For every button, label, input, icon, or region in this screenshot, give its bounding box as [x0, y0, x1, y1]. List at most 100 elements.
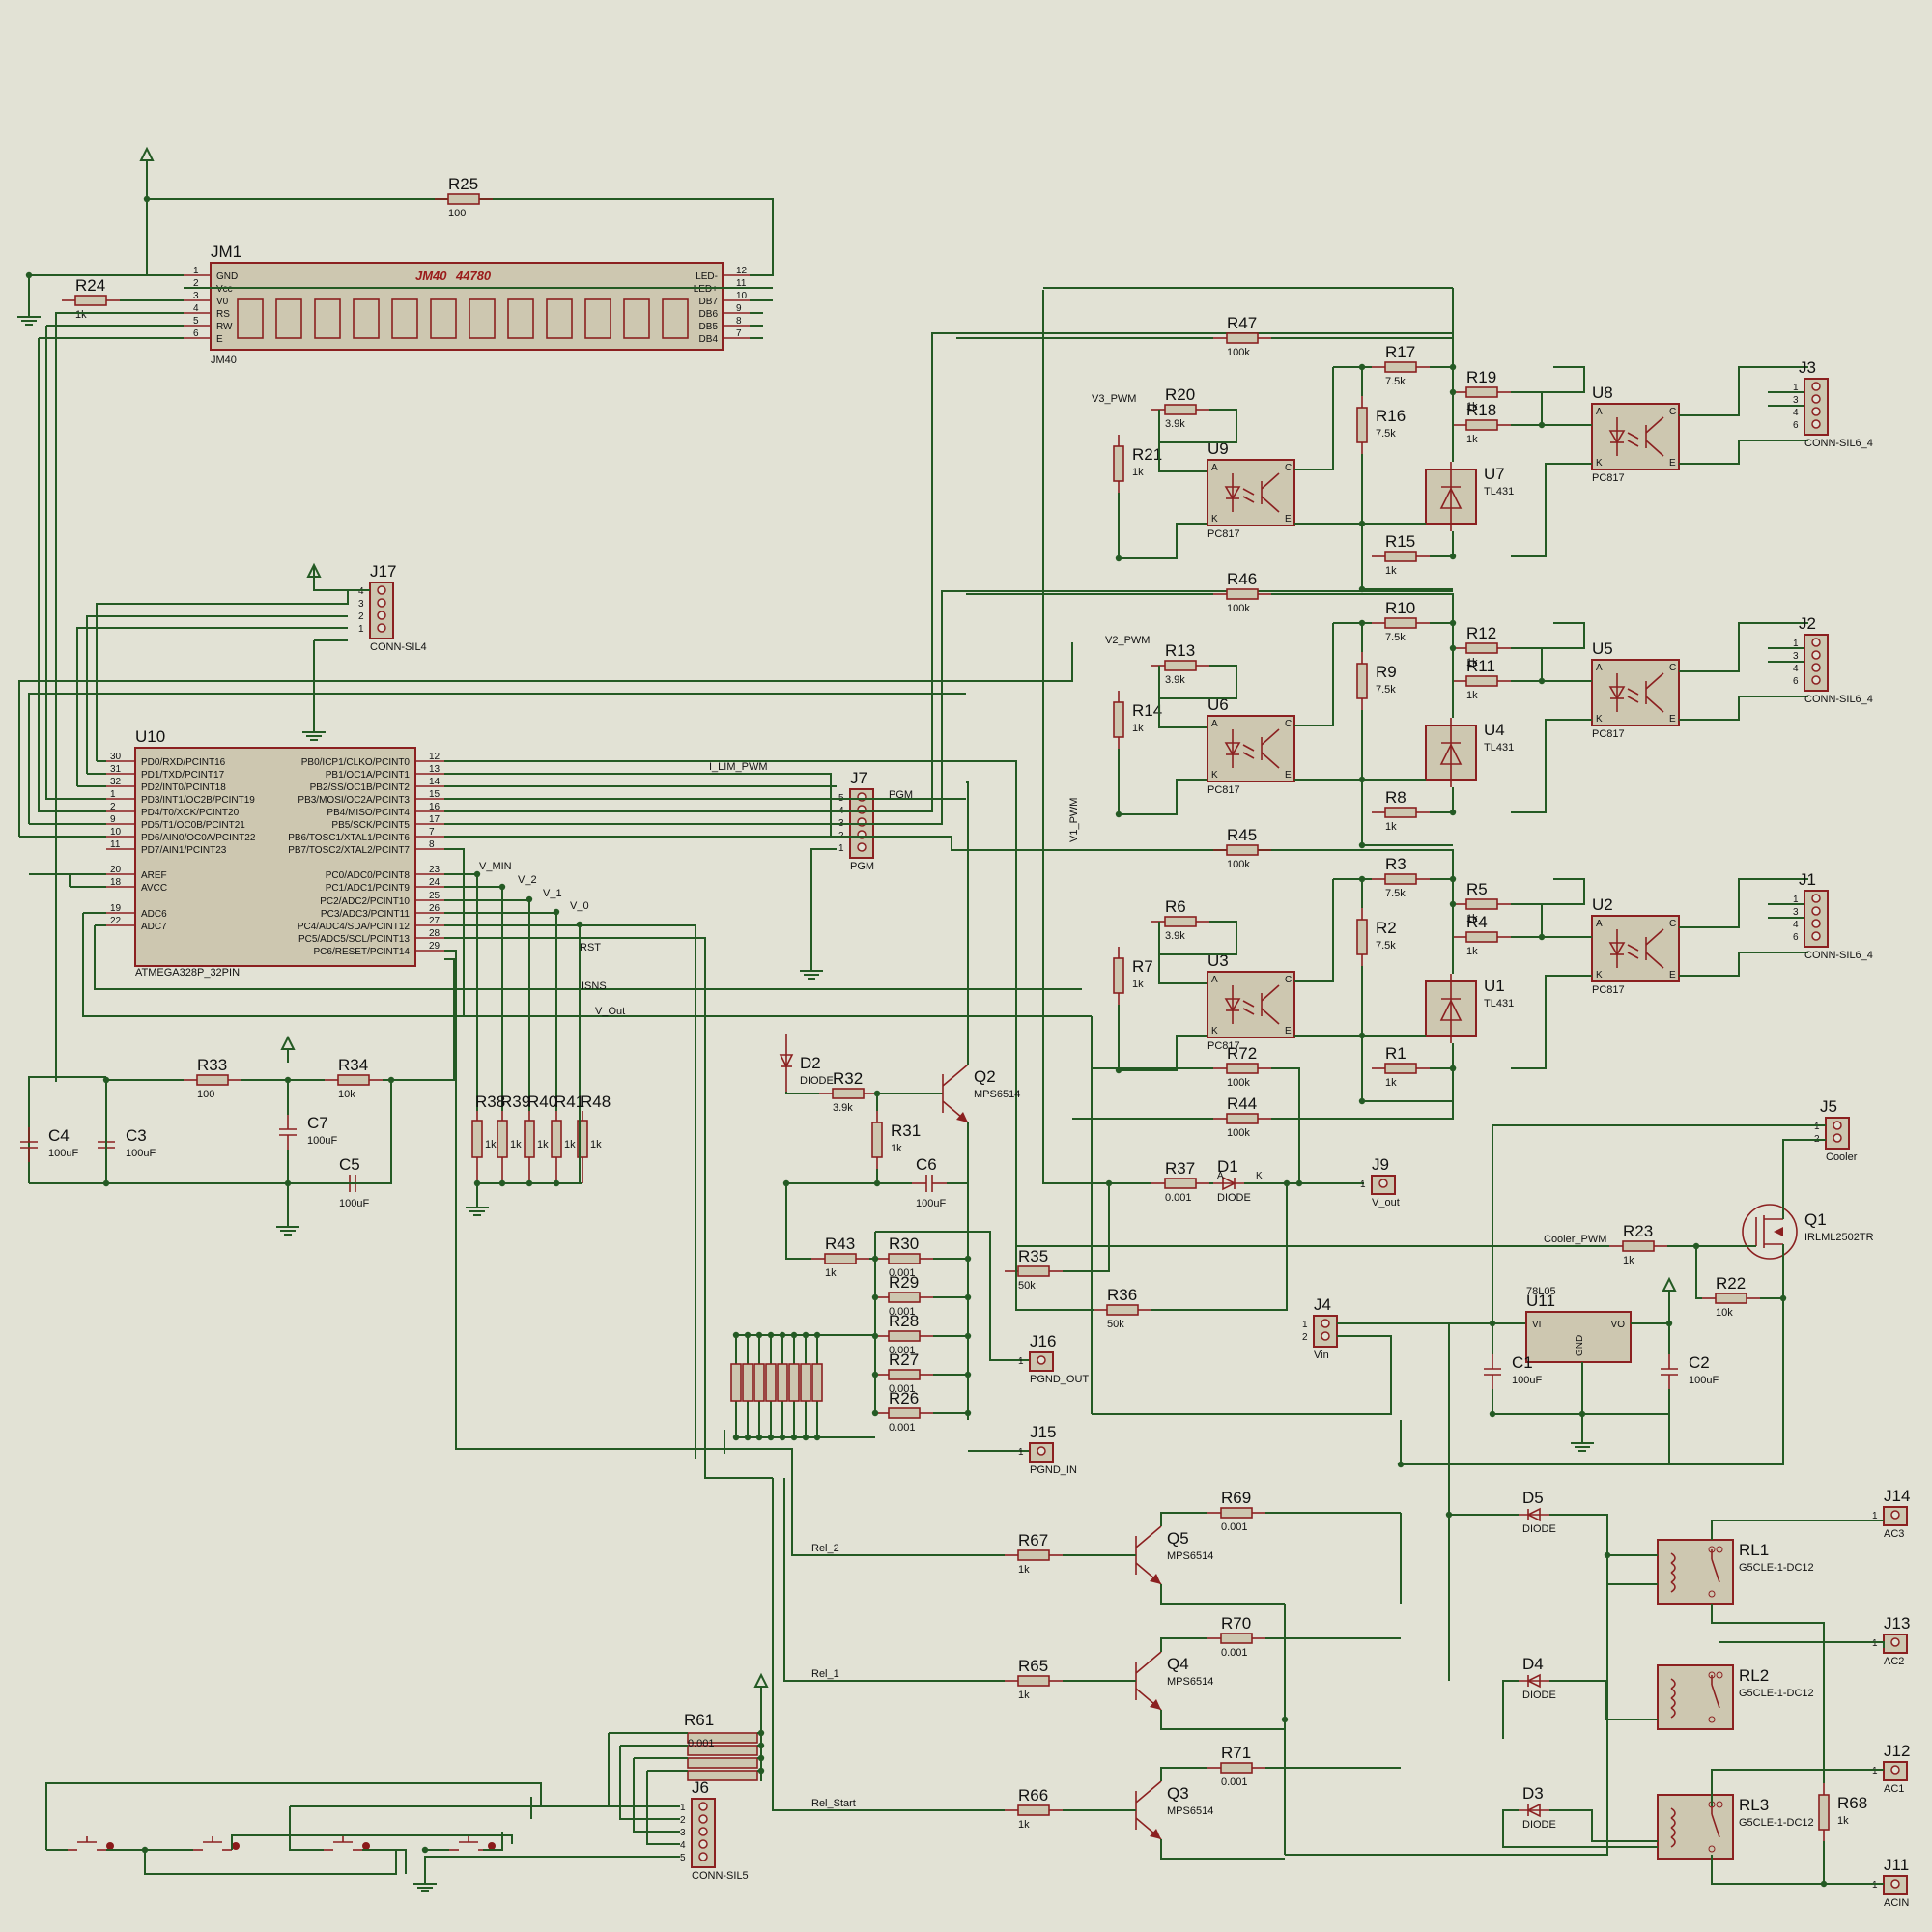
wire: [1549, 1514, 1658, 1585]
wire: [783, 1478, 1005, 1682]
resistor-ref: R29: [889, 1273, 919, 1292]
resistor-value: 1k: [75, 309, 87, 321]
connector-pin-number: 3: [680, 1828, 686, 1838]
junction-dot: [1358, 1032, 1366, 1039]
lcd-pin-number: 8: [736, 316, 742, 327]
mcu-pin-name: PC1/ADC1/PCINT9: [326, 883, 411, 894]
lcd-title-b: 44780: [455, 269, 492, 283]
resistor-value: 1k: [1385, 565, 1397, 577]
wire: [444, 924, 696, 1459]
wire: [1719, 1641, 1885, 1648]
wire: [633, 1758, 680, 1833]
transistor-ref: Q3: [1167, 1784, 1189, 1803]
connector-pin-number: 4: [1793, 408, 1799, 418]
wire: [1294, 879, 1334, 982]
mcu-pin-number: 18: [110, 877, 122, 888]
connector-ref: J15: [1030, 1423, 1056, 1441]
junction-dot: [757, 1767, 765, 1775]
wire: [1158, 666, 1208, 728]
opto-pin-label: K: [1211, 1026, 1218, 1037]
wire: [1511, 391, 1543, 426]
connector-pin-number: 1: [838, 843, 844, 854]
resistor-ref: R22: [1716, 1274, 1746, 1293]
resistor-ref: R61: [684, 1711, 714, 1729]
transistor-ref: Q4: [1167, 1655, 1189, 1673]
connector-pin-number: 3: [1793, 395, 1799, 406]
wire: [966, 781, 969, 1065]
mcu-pin-number: 23: [429, 865, 440, 875]
capacitor-value: 100uF: [48, 1148, 78, 1159]
net-label-v_min: V_MIN: [479, 861, 512, 872]
wire: [1158, 922, 1208, 984]
resistor-ref: R67: [1018, 1531, 1048, 1549]
junction-dot: [1449, 363, 1457, 371]
wire: [1271, 849, 1454, 904]
opto-value: PC817: [1592, 472, 1625, 484]
junction-dot: [1489, 1320, 1496, 1327]
wire: [444, 773, 832, 837]
opto-pin-label: E: [1285, 1026, 1292, 1037]
connector-value: CONN-SIL6_4: [1804, 438, 1873, 449]
mcu-pin-number: 8: [429, 839, 435, 850]
net-label-rel_1: Rel_1: [811, 1668, 839, 1680]
opto-pin-label: A: [1211, 463, 1218, 473]
divider-resistor-ref: R48: [581, 1093, 611, 1111]
connector-value: PGND_OUT: [1030, 1374, 1089, 1385]
resistor-ref: R44: [1227, 1094, 1257, 1113]
mcu-pin-number: 9: [110, 814, 116, 825]
mcu-pin-number: 7: [429, 827, 435, 838]
capacitor-value: 100uF: [1512, 1375, 1542, 1386]
wire: [444, 590, 1453, 825]
lcd-pin-name: E: [216, 334, 223, 345]
wire: [1042, 290, 1109, 1184]
wire: [1160, 1710, 1285, 1730]
resistor-value: 1k: [1466, 401, 1478, 412]
power-arrow-symbol: [139, 146, 155, 174]
resistor-ref: R71: [1221, 1744, 1251, 1762]
capacitor-ref: C3: [126, 1126, 147, 1145]
connector-pin-number: 1: [1793, 895, 1799, 905]
junction-dot: [1449, 809, 1457, 816]
connector-value: Cooler: [1826, 1151, 1858, 1163]
junction-dot: [526, 1179, 533, 1187]
connector-pin-number: 1: [1018, 1447, 1024, 1458]
opto-ref: U8: [1592, 384, 1613, 402]
wire: [1711, 1520, 1884, 1540]
wire: [785, 1183, 811, 1260]
junction-dot: [813, 1331, 821, 1339]
resistor-ref: R8: [1385, 788, 1406, 807]
wire: [1511, 647, 1543, 682]
lcd-pin-name: V0: [216, 297, 229, 307]
opto-pin-label: A: [1596, 919, 1603, 929]
junction-dot: [732, 1331, 740, 1339]
wire: [45, 1782, 542, 1850]
connector-pin-number: 2: [680, 1815, 686, 1826]
connector-pin-number: 4: [1793, 664, 1799, 674]
junction-dot: [755, 1434, 763, 1441]
opto-pin-label: C: [1285, 975, 1292, 985]
junction-dot: [767, 1434, 775, 1441]
lcd-pin-name: RS: [216, 309, 230, 320]
wire: [45, 326, 106, 800]
capacitor-value: 100uF: [126, 1148, 156, 1159]
wire: [1430, 787, 1454, 813]
wire: [1679, 622, 1808, 672]
resistor-value: 0.001: [1221, 1521, 1248, 1533]
lcd-title-a: JM40: [415, 269, 447, 283]
resistor-r9: R97.5k: [1356, 652, 1397, 710]
net-label-v_out: V_Out: [595, 1006, 625, 1017]
wire: [1158, 410, 1208, 472]
